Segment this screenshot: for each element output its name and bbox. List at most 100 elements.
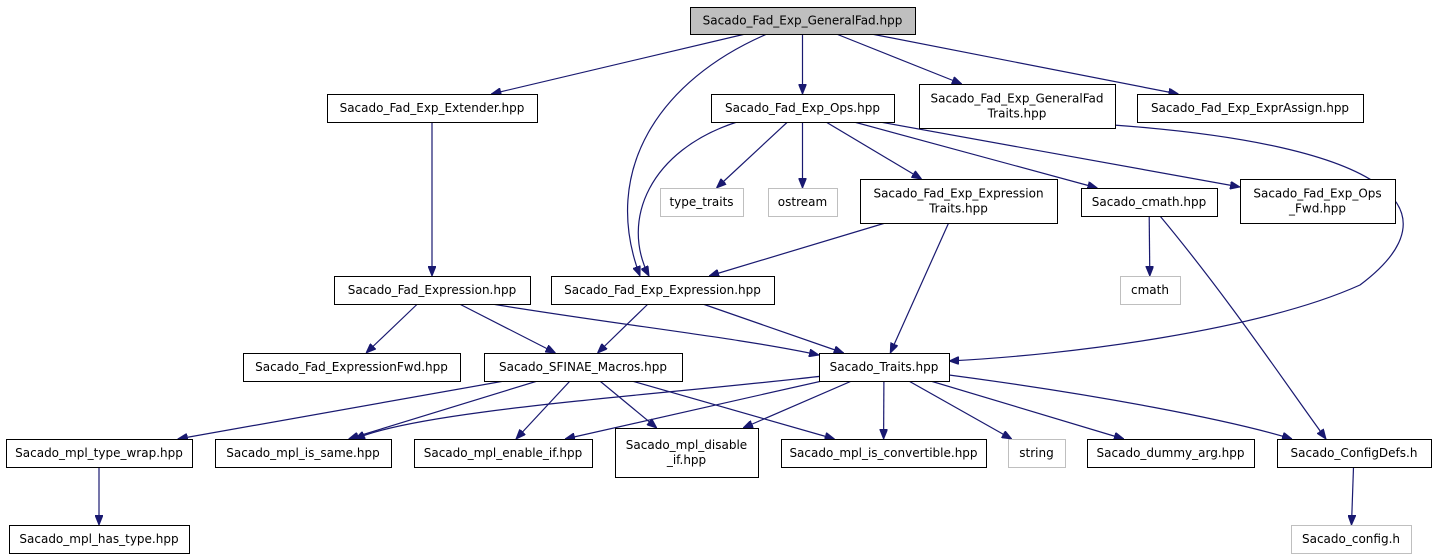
edge-ops-to-opsfwd: [879, 121, 1240, 187]
node-label: Sacado_Fad_Exp_ExprAssign.hpp: [1151, 101, 1349, 115]
node-box: [819, 353, 950, 382]
node-box: [243, 353, 461, 382]
edge-sfinae-to-typewrap: [178, 380, 505, 439]
node-box: [660, 188, 744, 217]
node-box: [1008, 439, 1066, 468]
edge-traits-to-configdefs: [948, 374, 1292, 439]
node-hastype[interactable]: Sacado_mpl_has_type.hpp: [9, 525, 190, 554]
node-issame[interactable]: Sacado_mpl_is_same.hpp: [215, 439, 392, 468]
node-isconv[interactable]: Sacado_mpl_is_convertible.hpp: [781, 439, 987, 468]
node-label: Sacado_ConfigDefs.h: [1291, 446, 1418, 460]
node-box: [690, 7, 916, 35]
node-label: Sacado_dummy_arg.hpp: [1097, 446, 1245, 460]
nodes-layer: Sacado_Fad_Exp_GeneralFad.hppSacado_Fad_…: [6, 7, 1432, 554]
node-box: [414, 439, 593, 468]
edge-cmathhpp-to-configdefs: [1159, 215, 1326, 439]
node-configdefs[interactable]: Sacado_ConfigDefs.h: [1277, 439, 1432, 468]
node-box: [1137, 94, 1364, 123]
node-label: Sacado_Fad_Exp_Expression.hpp: [564, 283, 761, 297]
node-label: Sacado_mpl_type_wrap.hpp: [15, 446, 183, 460]
edge-fadexpexpr-to-traits: [702, 303, 844, 353]
node-cmathhpp[interactable]: Sacado_cmath.hpp: [1081, 188, 1218, 217]
edge-ops-to-exprtraits: [825, 121, 922, 179]
node-label: Sacado_mpl_enable_if.hpp: [424, 446, 583, 460]
node-box: [1087, 439, 1255, 468]
node-opsfwd[interactable]: Sacado_Fad_Exp_Ops_Fwd.hpp: [1240, 179, 1396, 224]
edge-gftraits-to-traits: [949, 124, 1404, 361]
node-box: [781, 439, 987, 468]
node-box: [1291, 525, 1412, 554]
node-box: [919, 84, 1116, 129]
node-exprfwd[interactable]: Sacado_Fad_ExpressionFwd.hpp: [243, 353, 461, 382]
edge-traits-to-string: [908, 380, 1012, 439]
node-label: _Fwd.hpp: [1288, 202, 1346, 216]
node-label: Sacado_cmath.hpp: [1092, 195, 1207, 209]
node-label: Sacado_Fad_Exp_GeneralFad: [930, 92, 1103, 106]
edge-root-to-extender: [491, 33, 746, 94]
edge-ops-to-cmathhpp: [853, 121, 1097, 188]
node-label: Traits.hpp: [928, 202, 988, 216]
node-ostream: ostream: [768, 188, 838, 217]
node-label: ostream: [778, 195, 827, 209]
edge-traits-to-issame: [355, 375, 824, 440]
node-box: [1081, 188, 1218, 217]
node-sfinae[interactable]: Sacado_SFINAE_Macros.hpp: [484, 353, 683, 382]
edge-sfinae-to-issame: [349, 380, 538, 439]
node-box: [551, 276, 775, 305]
node-fadexpexpr[interactable]: Sacado_Fad_Exp_Expression.hpp: [551, 276, 775, 305]
node-label: Sacado_mpl_is_same.hpp: [226, 446, 379, 460]
edge-root-to-gftraits: [836, 33, 961, 85]
node-label: Sacado_Fad_Exp_GeneralFad.hpp: [703, 14, 903, 28]
node-box: [334, 276, 531, 305]
node-fadexpr[interactable]: Sacado_Fad_Expression.hpp: [334, 276, 531, 305]
node-typewrap[interactable]: Sacado_mpl_type_wrap.hpp: [6, 439, 193, 468]
edge-fadexpexpr-to-sfinae: [598, 303, 649, 353]
node-config: Sacado_config.h: [1291, 525, 1412, 554]
node-box: [711, 94, 895, 123]
node-label: Sacado_mpl_disable: [626, 438, 747, 452]
node-label: Traits.hpp: [987, 107, 1047, 121]
node-box: [327, 94, 538, 123]
edge-ops-to-fadexpexpr: [637, 121, 738, 276]
edges-layer: [99, 33, 1404, 525]
node-type_traits: type_traits: [660, 188, 744, 217]
edge-exprtraits-to-fadexpexpr: [709, 222, 886, 276]
node-label: Sacado_Fad_ExpressionFwd.hpp: [255, 360, 448, 374]
node-box: [1240, 179, 1396, 224]
node-traits[interactable]: Sacado_Traits.hpp: [819, 353, 950, 382]
node-label: type_traits: [669, 195, 733, 209]
node-box: [860, 179, 1058, 224]
node-exprassign[interactable]: Sacado_Fad_Exp_ExprAssign.hpp: [1137, 94, 1364, 123]
node-extender[interactable]: Sacado_Fad_Exp_Extender.hpp: [327, 94, 538, 123]
edge-root-to-exprassign: [871, 33, 1179, 94]
node-box: [1120, 276, 1181, 305]
node-enableif[interactable]: Sacado_mpl_enable_if.hpp: [414, 439, 593, 468]
node-label: Sacado_Fad_Exp_Ops.hpp: [725, 101, 880, 115]
node-root[interactable]: Sacado_Fad_Exp_GeneralFad.hpp: [690, 7, 916, 35]
edge-traits-to-disableif: [743, 380, 852, 429]
node-label: Sacado_SFINAE_Macros.hpp: [499, 360, 667, 374]
edge-traits-to-enableif: [565, 380, 823, 439]
node-ops[interactable]: Sacado_Fad_Exp_Ops.hpp: [711, 94, 895, 123]
node-cmath: cmath: [1120, 276, 1181, 305]
node-label: string: [1019, 446, 1053, 460]
node-label: Sacado_config.h: [1302, 532, 1400, 546]
node-disableif[interactable]: Sacado_mpl_disable_if.hpp: [615, 428, 759, 478]
edge-fadexpr-to-traits: [491, 303, 819, 355]
edge-fadexpr-to-sfinae: [459, 303, 556, 353]
edge-root-to-fadexpexpr: [626, 33, 768, 276]
edge-exprtraits-to-traits: [890, 222, 950, 353]
edge-sfinae-to-isconv: [631, 380, 835, 439]
node-label: Sacado_Fad_Exp_Ops: [1253, 187, 1381, 201]
node-dummyarg[interactable]: Sacado_dummy_arg.hpp: [1087, 439, 1255, 468]
node-box: [215, 439, 392, 468]
edge-ops-to-type_traits: [717, 121, 788, 188]
node-box: [484, 353, 683, 382]
edge-sfinae-to-disableif: [599, 380, 657, 428]
node-label: Sacado_mpl_has_type.hpp: [19, 532, 178, 546]
node-box: [1277, 439, 1432, 468]
node-box: [9, 525, 190, 554]
node-box: [768, 188, 838, 217]
